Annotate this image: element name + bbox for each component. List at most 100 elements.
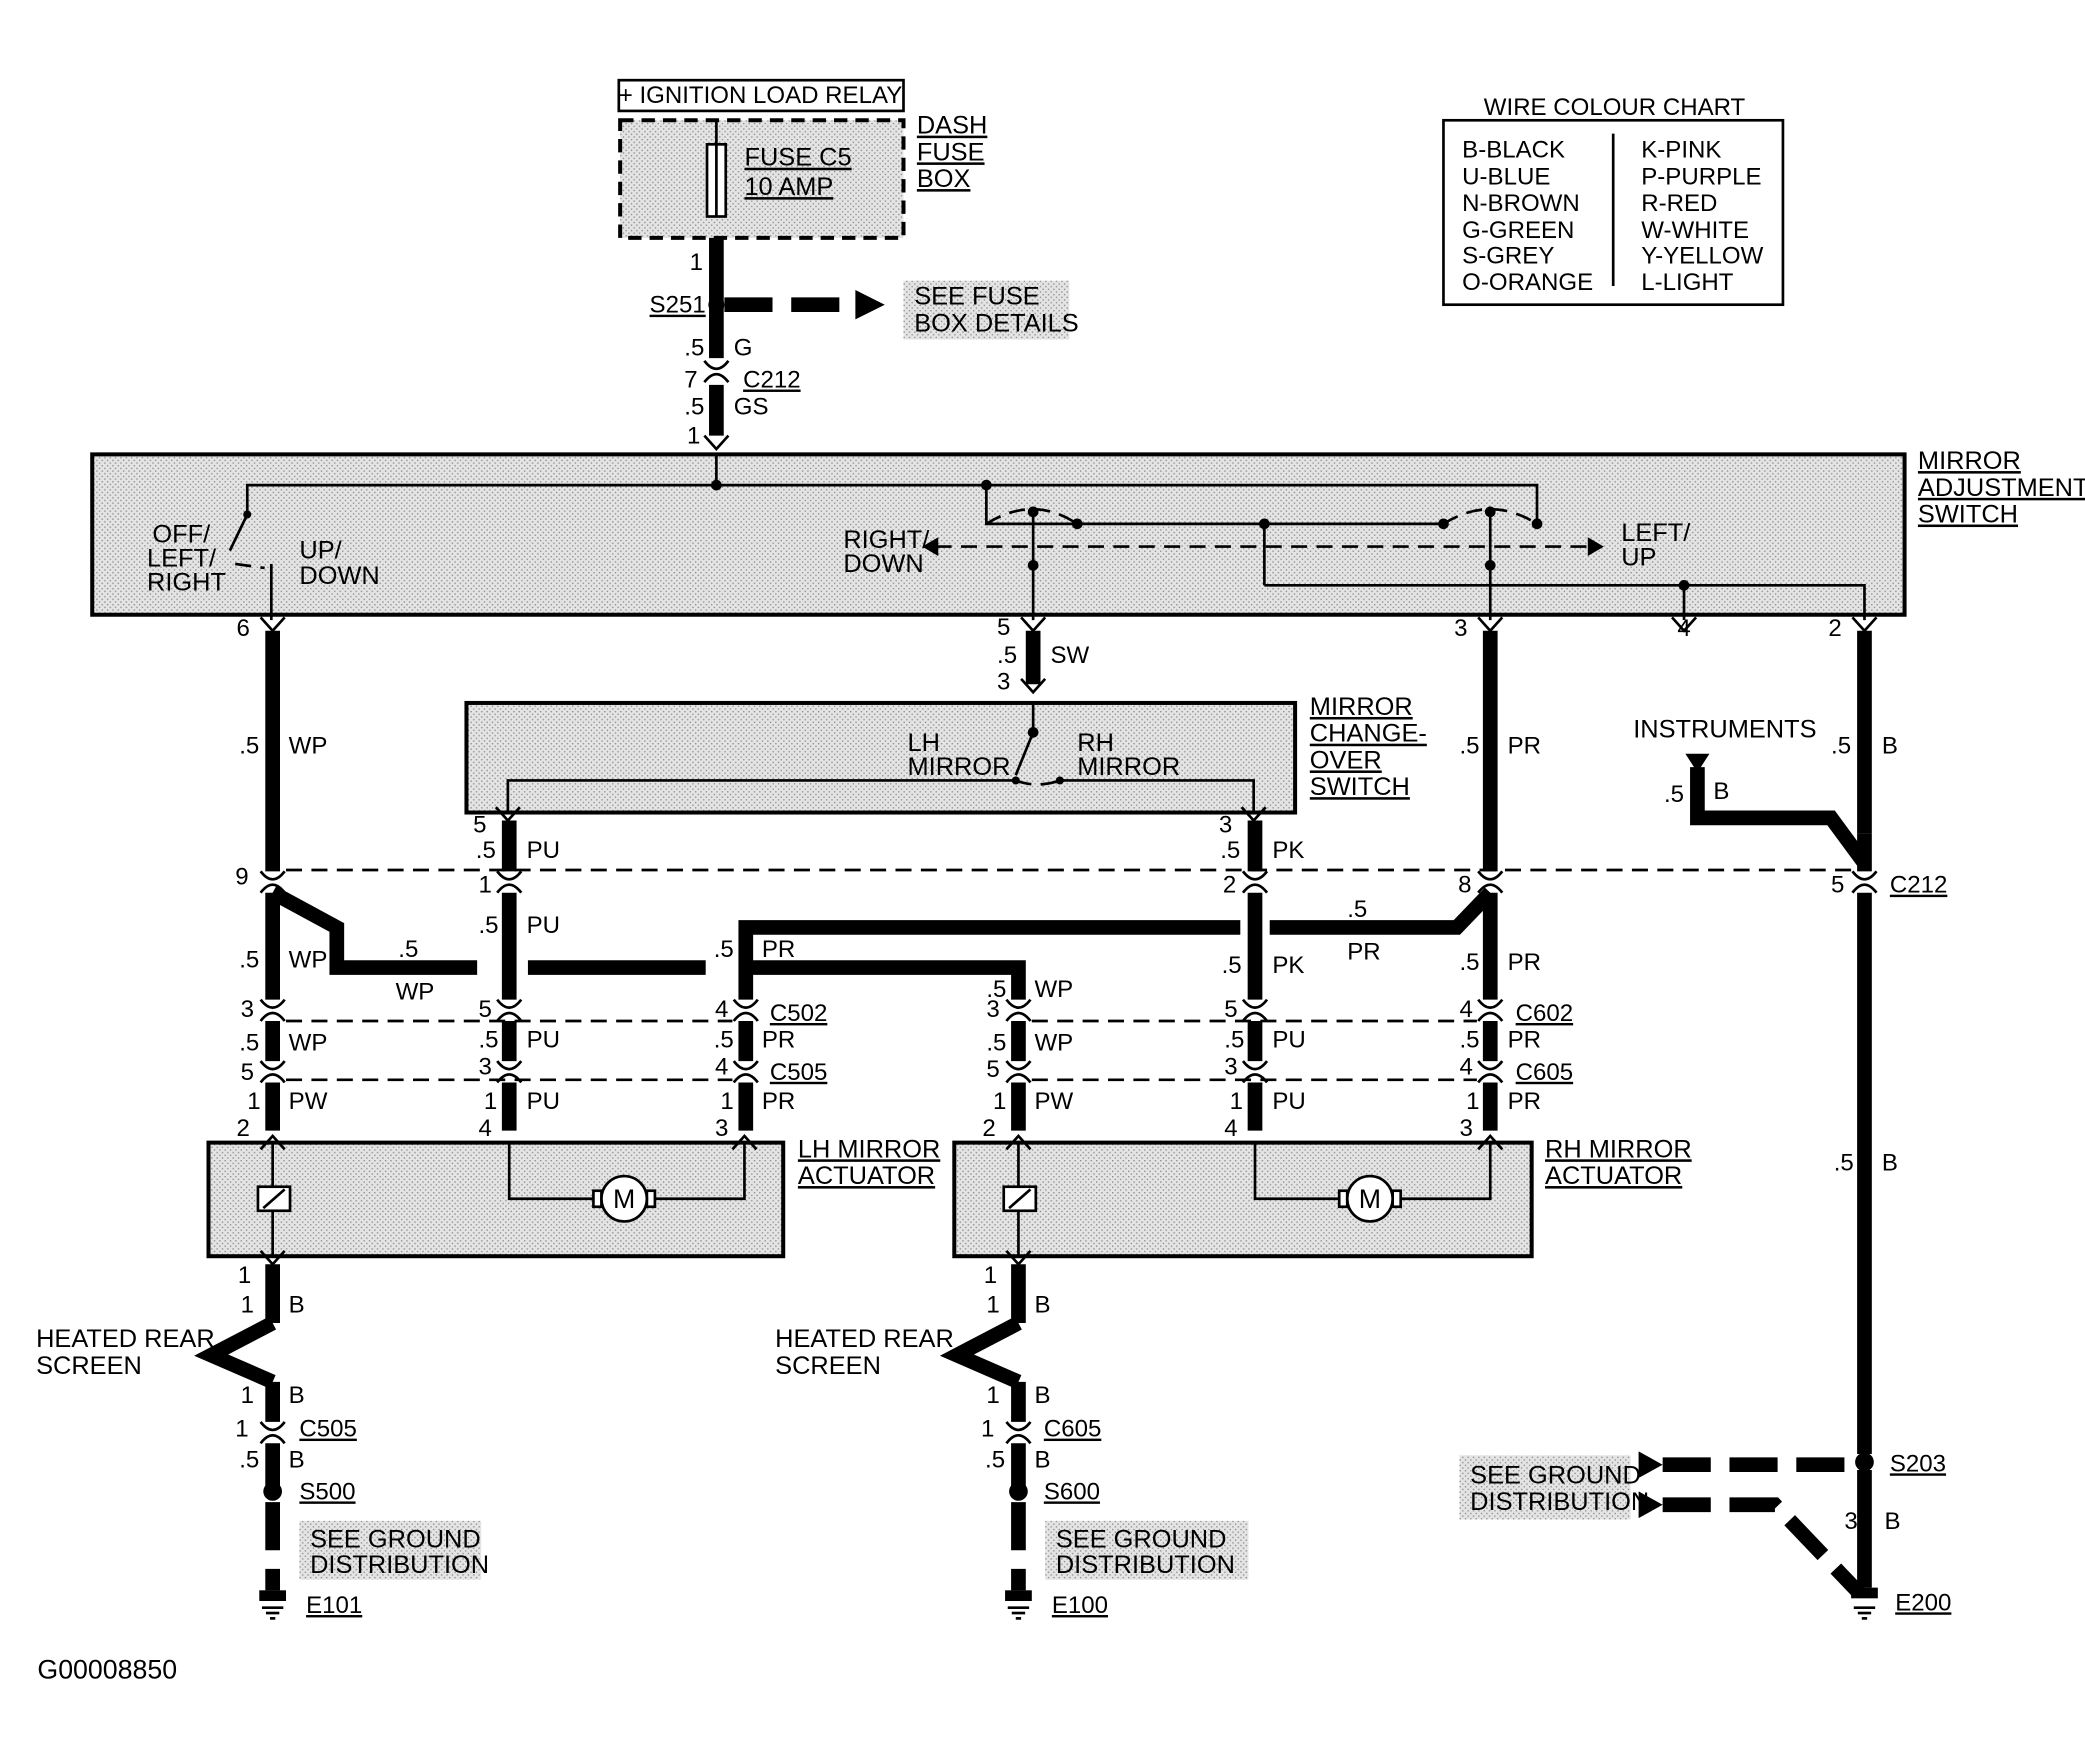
svg-text:SCREEN: SCREEN [775,1352,881,1380]
splice-s251 [708,296,725,313]
heated-rear-screen-icon [939,1316,1022,1389]
svg-text:MIRROR: MIRROR [1310,693,1413,721]
mirror-adjustment-switch: OFF/ LEFT/ RIGHT UP/ DOWN RIGHT/ DOWN LE… [90,447,2085,642]
mirror-changeover-switch: LH MIRROR RH MIRROR MIRROR CHANGE- OVER … [464,669,1427,839]
svg-text:WP: WP [289,1029,328,1056]
svg-text:B: B [289,1446,305,1473]
svg-text:M: M [1359,1184,1381,1214]
svg-text:.5: .5 [1831,733,1851,760]
svg-text:C212: C212 [743,367,801,394]
svg-text:4: 4 [478,1115,491,1142]
svg-text:CHANGE-: CHANGE- [1310,720,1427,748]
splice-s600 [1009,1482,1028,1501]
svg-text:2: 2 [1828,615,1841,642]
svg-text:SWITCH: SWITCH [1918,501,2018,529]
lh-mirror-actuator: M LH MIRROR ACTUATOR 2 4 3 1 [206,1115,940,1289]
svg-text:PR: PR [762,1088,795,1115]
rh-heated-screen-ground: 1 B HEATED REAR SCREEN 1 B 1 C605 .5 B S… [775,1264,1249,1620]
svg-text:.5: .5 [985,1446,1005,1473]
svg-text:PR: PR [1508,1088,1541,1115]
svg-text:C605: C605 [1044,1416,1102,1443]
svg-text:.5: .5 [478,912,498,939]
svg-text:3: 3 [478,1053,491,1080]
svg-text:1: 1 [690,249,703,276]
splice-s203 [1855,1452,1874,1472]
svg-text:PK: PK [1272,952,1304,979]
svg-text:.5: .5 [986,976,1006,1003]
svg-text:WP: WP [1034,976,1073,1003]
arrow-left-icon [922,537,939,556]
rh-mirror-actuator: M RH MIRROR ACTUATOR 2 4 3 1 [952,1115,1692,1289]
svg-text:3: 3 [1460,1115,1473,1142]
svg-text:1: 1 [720,1088,733,1115]
svg-text:DISTRIBUTION: DISTRIBUTION [310,1551,489,1579]
wire-colour-chart: WIRE COLOUR CHART B-BLACK U-BLUE N-BROWN… [1442,94,1785,307]
svg-text:E100: E100 [1052,1592,1108,1619]
svg-text:.5: .5 [1347,896,1367,923]
svg-text:RH MIRROR: RH MIRROR [1545,1135,1692,1163]
svg-text:OVER: OVER [1310,746,1382,774]
fuse-rating: 10 AMP [744,173,833,201]
main-ground: SEE GROUND DISTRIBUTION S203 3 B E200 [1459,1450,1951,1620]
svg-text:1: 1 [981,1416,994,1443]
svg-text:3: 3 [1219,812,1232,839]
svg-text:B: B [1034,1291,1050,1318]
svg-text:1: 1 [241,1382,254,1409]
svg-text:OFF/: OFF/ [152,521,211,549]
svg-text:5: 5 [997,614,1010,641]
svg-text:2: 2 [982,1115,995,1142]
svg-text:.5: .5 [1220,837,1240,864]
svg-text:ADJUSTMENT: ADJUSTMENT [1918,474,2085,502]
arrow-right-icon [855,289,885,320]
arrow-down-icon [1685,753,1710,773]
svg-text:B: B [289,1291,305,1318]
svg-text:1: 1 [986,1382,999,1409]
svg-text:3: 3 [1454,615,1467,642]
svg-text:PU: PU [1272,1088,1305,1115]
svg-text:PU: PU [1272,1027,1305,1054]
arrow-left-icon [1638,1451,1663,1479]
svg-text:B: B [289,1382,305,1409]
svg-text:6: 6 [237,615,250,642]
svg-text:C605: C605 [1516,1059,1574,1086]
svg-text:B: B [1882,1150,1898,1177]
svg-text:1: 1 [247,1088,260,1115]
svg-text:.5: .5 [1460,733,1480,760]
svg-text:E101: E101 [306,1592,362,1619]
svg-text:.5: .5 [476,837,496,864]
motor-icon [1345,1174,1395,1223]
svg-text:K-PINK: K-PINK [1641,137,1721,164]
svg-text:.5: .5 [684,334,704,361]
svg-text:LEFT/: LEFT/ [1621,519,1691,547]
svg-text:1: 1 [484,1088,497,1115]
svg-text:.5: .5 [478,1027,498,1054]
svg-text:PW: PW [289,1088,328,1115]
svg-text:S251: S251 [650,292,706,319]
svg-text:C502: C502 [770,1000,828,1027]
lh-heated-screen-ground: 1 B HEATED REAR SCREEN 1 B 1 C505 .5 B S… [36,1264,489,1620]
svg-text:3: 3 [715,1115,728,1142]
svg-text:B: B [1713,778,1729,805]
fuse-label: FUSE C5 [744,144,851,172]
svg-text:HEATED REAR: HEATED REAR [775,1325,954,1353]
svg-text:1: 1 [1466,1088,1479,1115]
svg-text:BOX DETAILS: BOX DETAILS [914,309,1079,337]
svg-text:3: 3 [241,996,254,1023]
svg-text:PR: PR [1508,949,1541,976]
svg-text:PR: PR [1347,939,1380,966]
svg-text:3: 3 [1224,1053,1237,1080]
svg-text:SW: SW [1051,642,1090,669]
svg-text:SEE GROUND: SEE GROUND [1056,1526,1227,1554]
svg-text:1: 1 [238,1262,251,1289]
svg-text:4: 4 [715,1053,728,1080]
svg-text:LH MIRROR: LH MIRROR [798,1135,940,1163]
svg-text:SEE FUSE: SEE FUSE [914,283,1040,311]
svg-text:.5: .5 [997,642,1017,669]
ignition-relay-label: + IGNITION LOAD RELAY [619,82,903,109]
svg-text:S600: S600 [1044,1478,1100,1505]
svg-text:PU: PU [527,1088,560,1115]
heated-rear-screen-icon [194,1316,277,1389]
svg-text:B: B [1885,1508,1901,1535]
svg-text:PK: PK [1272,837,1304,864]
svg-text:1: 1 [984,1262,997,1289]
